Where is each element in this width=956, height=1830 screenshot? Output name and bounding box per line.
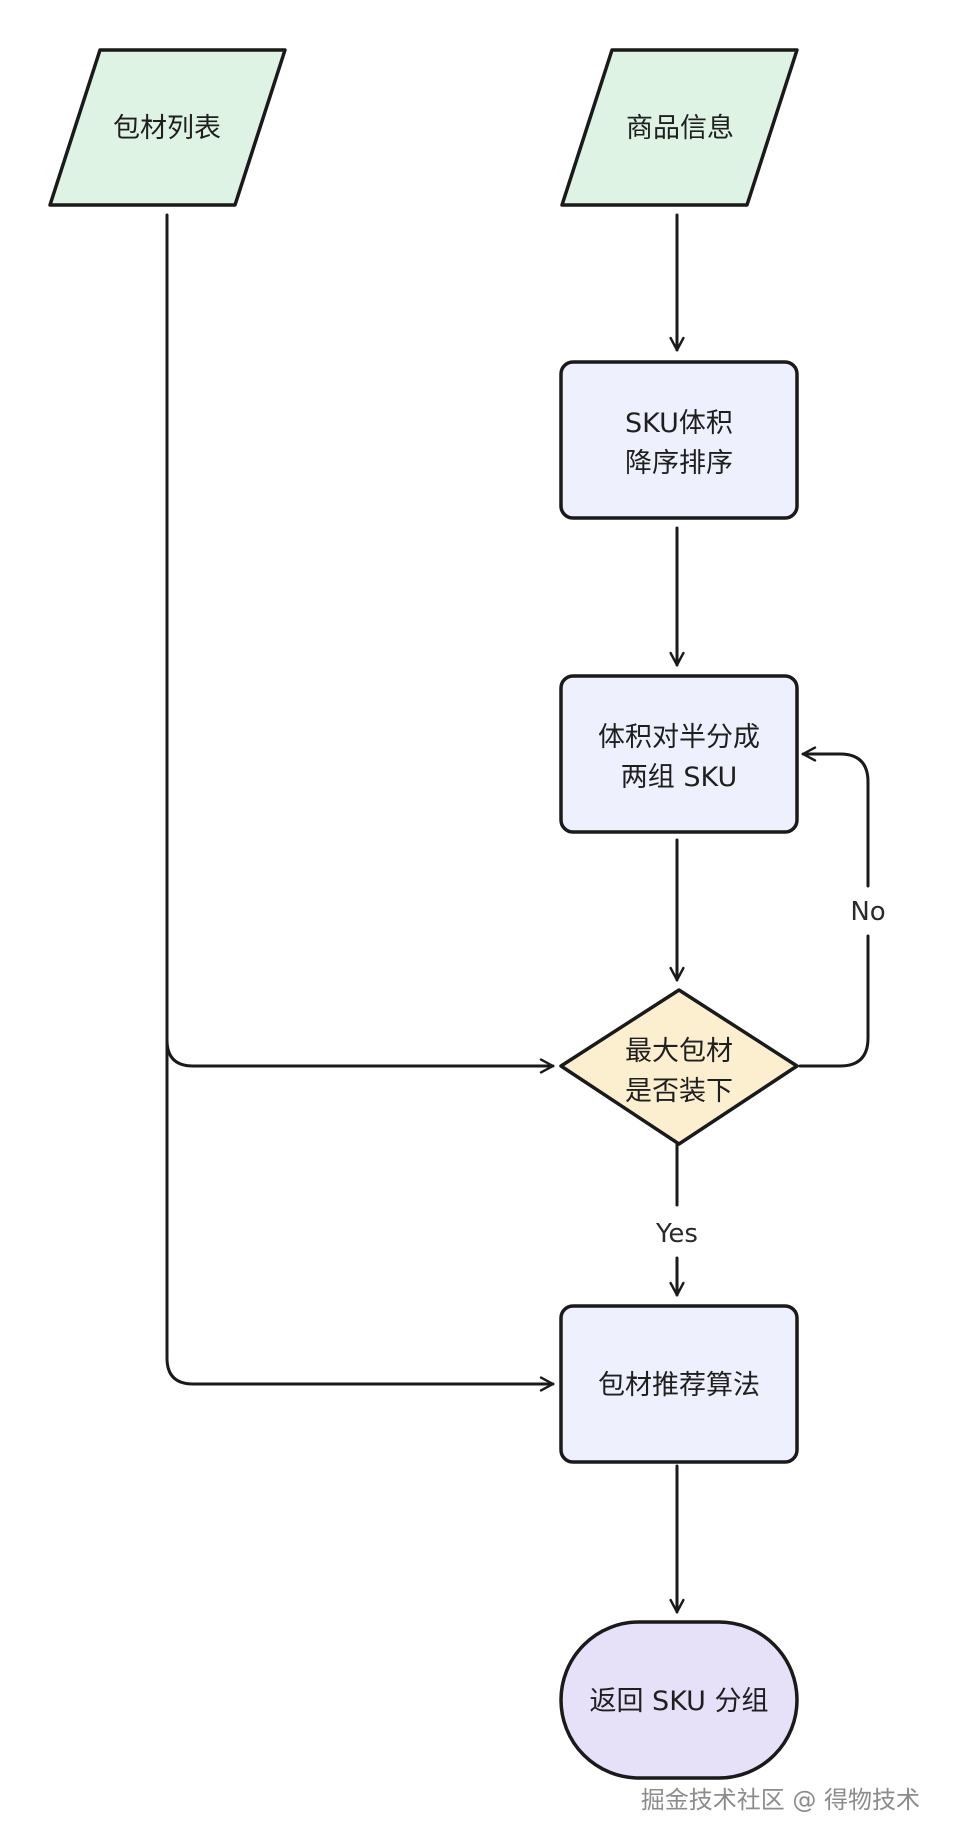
node-return-sku-groups: 返回 SKU 分组: [559, 1620, 799, 1780]
node-split-half: 体积对半分成 两组 SKU: [559, 674, 799, 834]
node-label-line1: SKU体积: [625, 408, 733, 439]
process-shape: [559, 360, 799, 520]
edge-package-to-recommend: [165, 1038, 555, 1392]
node-label: 包材列表: [113, 113, 221, 144]
process-shape: [559, 1304, 799, 1464]
io-shape: [560, 48, 799, 207]
node-sku-volume-sort: SKU体积 降序排序: [559, 360, 799, 520]
node-recommend-algorithm: 包材推荐算法: [559, 1304, 799, 1464]
node-label: 返回 SKU 分组: [589, 1686, 768, 1717]
node-label-line2: 是否装下: [625, 1076, 733, 1107]
node-label: 商品信息: [626, 113, 734, 144]
watermark-text: 掘金技术社区 @ 得物技术: [641, 1786, 920, 1814]
node-label: 包材推荐算法: [598, 1370, 760, 1401]
process-shape: [559, 674, 799, 834]
edges: [165, 213, 870, 1614]
edge-no-loop: [798, 934, 870, 1068]
io-shape: [48, 48, 287, 207]
node-label-line2: 降序排序: [625, 448, 733, 479]
edge-label-no: No: [850, 897, 885, 927]
node-fit-check: 最大包材 是否装下: [559, 988, 799, 1146]
node-package-list: 包材列表: [48, 48, 287, 207]
node-product-info: 商品信息: [560, 48, 799, 207]
edge-package-trunk: [165, 213, 555, 1074]
terminal-shape: [559, 1620, 799, 1780]
node-label-line1: 体积对半分成: [598, 722, 760, 753]
edge-no-loop-top: [801, 746, 870, 888]
decision-shape: [559, 988, 799, 1146]
edge-label-yes: Yes: [655, 1219, 698, 1249]
node-label-line1: 最大包材: [625, 1036, 733, 1067]
node-label-line2: 两组 SKU: [621, 762, 737, 793]
